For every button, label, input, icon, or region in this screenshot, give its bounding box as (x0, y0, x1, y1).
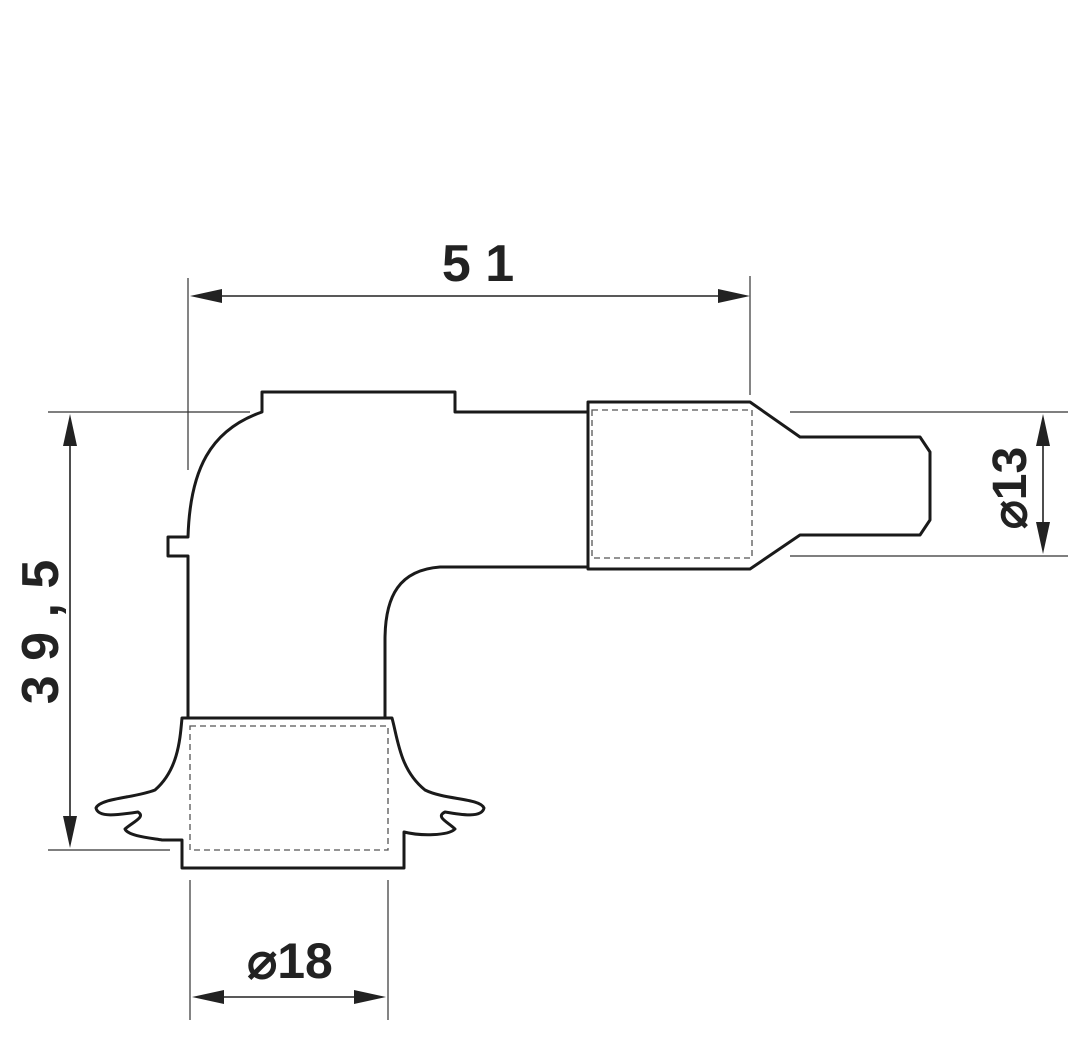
dim-label-cable-diameter: ⌀13 (984, 447, 1037, 529)
arrowhead-cable-top (1036, 414, 1050, 446)
extension-lines (48, 276, 1068, 1020)
dimension-labels: 5 1 3 9 , 5 ⌀13 ⌀18 (12, 235, 1037, 989)
arrowhead-height-bottom (63, 816, 77, 848)
collar-inner-dashed (189, 725, 389, 851)
arrowhead-width-left (190, 289, 222, 303)
arrowhead-height-top (63, 414, 77, 446)
dim-label-height: 3 9 , 5 (12, 560, 70, 705)
dimension-lines (63, 289, 1050, 1004)
arrowhead-cable-bottom (1036, 522, 1050, 554)
arrowhead-base-right (354, 990, 386, 1004)
hidden-lines (189, 409, 753, 851)
dim-label-width: 5 1 (442, 235, 514, 293)
base-collar-outline (94, 716, 486, 870)
cable-sleeve-outline (586, 400, 932, 571)
elbow-body-outline (166, 390, 590, 720)
arrowhead-width-right (718, 289, 750, 303)
dim-label-base-diameter: ⌀18 (247, 933, 333, 989)
part-outline (94, 390, 932, 870)
sleeve-inner-dashed (591, 409, 753, 559)
arrowhead-base-left (192, 990, 224, 1004)
